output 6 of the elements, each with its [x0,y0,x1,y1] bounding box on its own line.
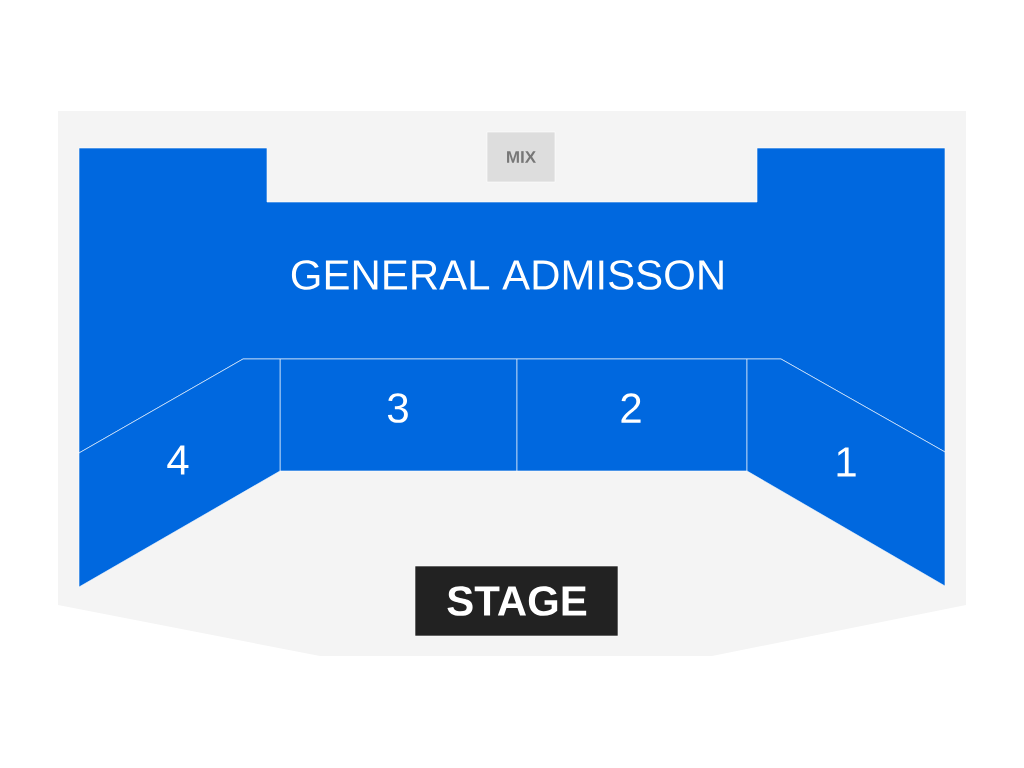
mix-booth: MIX [486,131,556,183]
seating-section: 1 [746,358,946,587]
stage: STAGE [414,565,619,637]
seating-section: 2 [516,358,748,472]
seating-section: 3 [279,358,518,472]
seating-section: 4 [78,358,281,588]
